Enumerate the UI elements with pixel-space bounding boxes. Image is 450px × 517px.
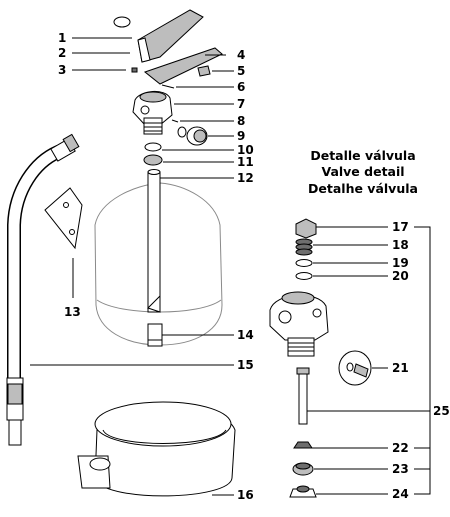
filter-part-14: [147, 323, 163, 347]
callout-16: 16: [237, 488, 254, 502]
callout-11: 11: [237, 155, 254, 169]
leader-lines: [30, 37, 431, 496]
callout-3: 3: [58, 63, 66, 77]
callout-20: 20: [392, 269, 409, 283]
callout-19: 19: [392, 256, 409, 270]
side-plug-part-21: [338, 350, 372, 386]
handle-assembly: [113, 9, 223, 89]
callout-22: 22: [392, 441, 409, 455]
detail-title-en: Valve detail: [321, 164, 404, 179]
valve-detail-assembly: [269, 218, 329, 498]
callout-24: 24: [392, 487, 409, 501]
callout-13: 13: [64, 305, 81, 319]
hose-part: [6, 133, 80, 446]
callout-25: 25: [433, 404, 450, 418]
callout-2: 2: [58, 46, 66, 60]
gauge-part-9: [177, 126, 208, 146]
callout-7: 7: [237, 97, 245, 111]
dip-tube-part-12: [147, 169, 161, 313]
callout-18: 18: [392, 238, 409, 252]
spring-part-18: [295, 238, 313, 256]
callout-14: 14: [237, 328, 254, 342]
base-part: [77, 401, 236, 497]
callout-21: 21: [392, 361, 409, 375]
callout-1: 1: [58, 31, 66, 45]
detail-title-es: Detalle válvula: [310, 148, 415, 163]
mount-plate-part: [44, 187, 83, 250]
callout-17: 17: [392, 220, 409, 234]
callout-23: 23: [392, 462, 409, 476]
detail-title-pt: Detalhe válvula: [308, 181, 418, 196]
valve-head-part: [132, 91, 173, 135]
callout-8: 8: [237, 114, 245, 128]
ring-part-10: [144, 142, 162, 152]
callout-10: 10: [237, 143, 254, 157]
pin-part-8: [171, 119, 179, 123]
callout-5: 5: [237, 64, 245, 78]
callout-9: 9: [237, 129, 245, 143]
callout-12: 12: [237, 171, 254, 185]
ring-part-11: [143, 154, 163, 166]
callout-15: 15: [237, 358, 254, 372]
callout-4: 4: [237, 48, 245, 62]
callout-6: 6: [237, 80, 245, 94]
